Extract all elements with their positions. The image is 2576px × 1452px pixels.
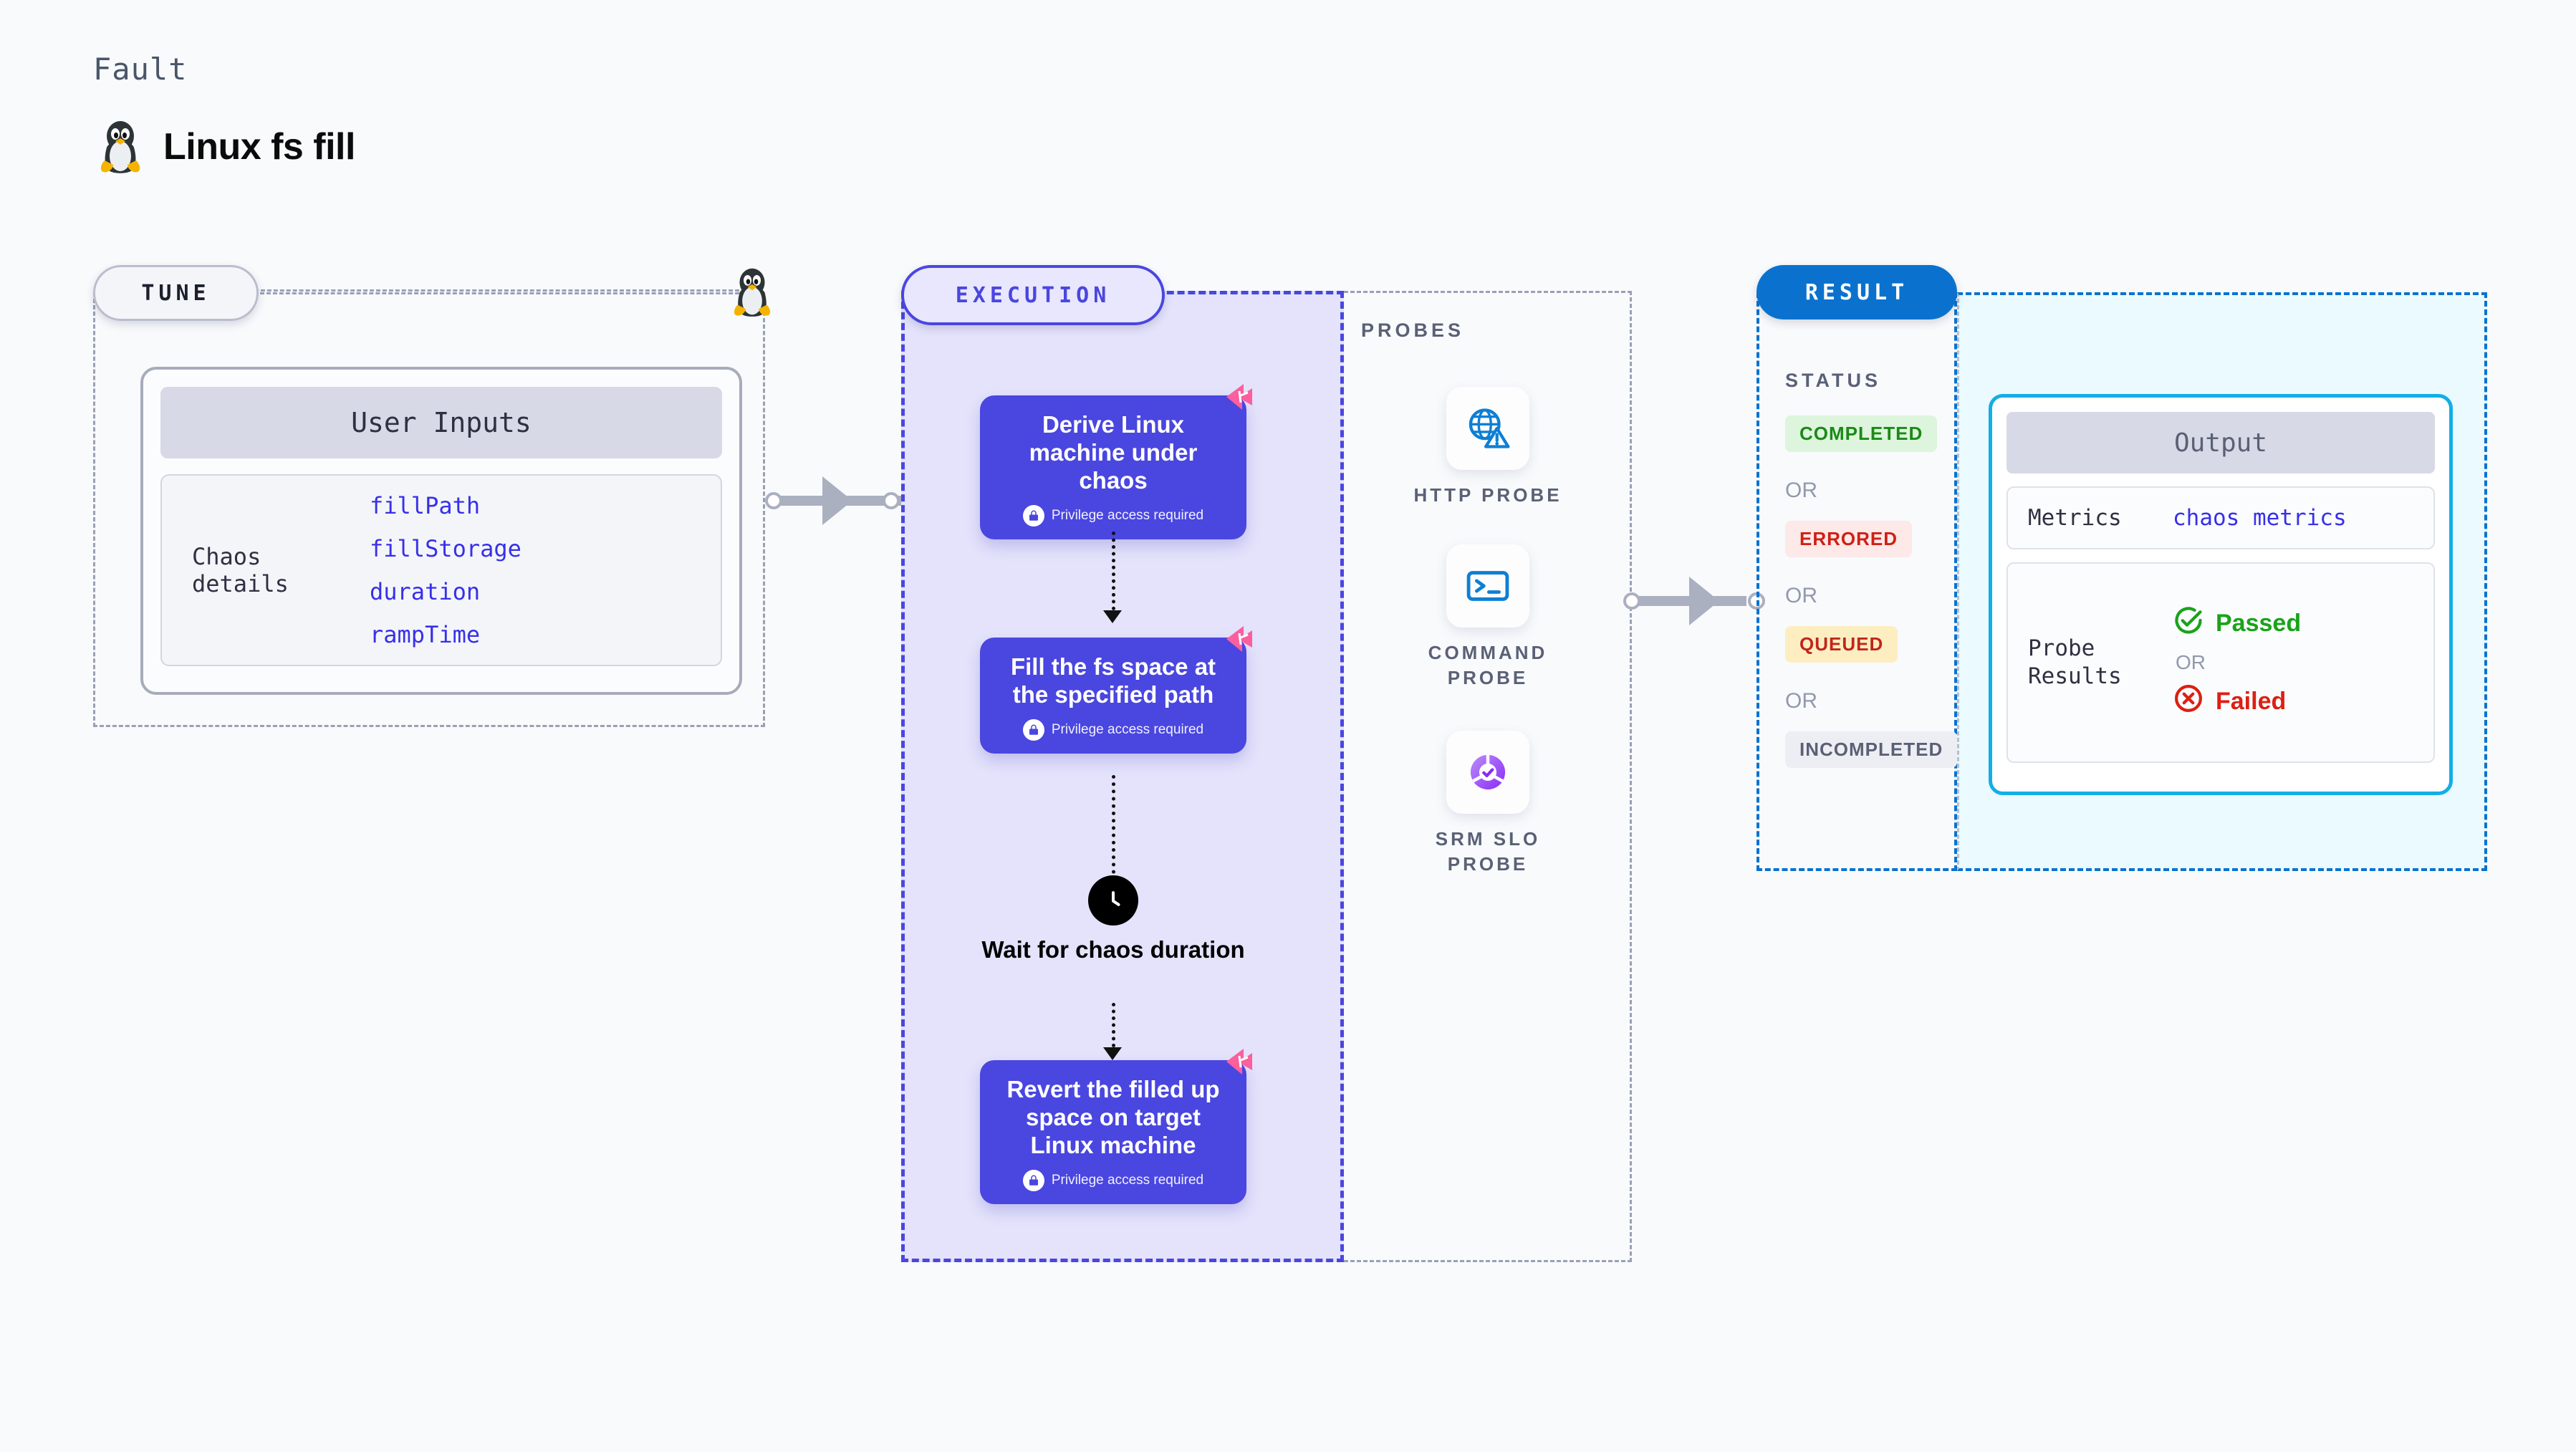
step-title: Fill the fs space at the specified path (1010, 653, 1216, 708)
flag-icon (1222, 622, 1256, 660)
step-privilege-label: Privilege access required (1051, 507, 1204, 523)
step-connector (1112, 1003, 1115, 1047)
verdict-failed: Failed (2173, 683, 2301, 721)
chaos-param-duration[interactable]: duration (370, 578, 481, 605)
step-privilege-label: Privilege access required (1051, 721, 1204, 737)
probe-http-label: HTTP PROBE (1413, 484, 1562, 506)
step-privilege-label: Privilege access required (1051, 1172, 1204, 1188)
probe-srm-slo[interactable]: SRM SLO PROBE (1398, 731, 1577, 877)
tune-connector-line (254, 289, 752, 292)
step-connector-arrowhead (1103, 1047, 1122, 1060)
chaos-param-fillpath[interactable]: fillPath (370, 492, 481, 519)
output-metrics-key: Metrics (2028, 504, 2122, 531)
check-circle-icon (2173, 605, 2204, 643)
slo-donut-check-icon (1446, 731, 1529, 814)
clock-icon (1088, 875, 1138, 925)
execution-step-card[interactable]: Derive Linux machine under chaos Privile… (980, 384, 1252, 539)
verdict-failed-label: Failed (2216, 688, 2287, 715)
terminal-icon (1446, 544, 1529, 628)
wait-node: Wait for chaos duration (980, 875, 1246, 964)
x-circle-icon (2173, 683, 2204, 721)
output-header: Output (2007, 412, 2435, 473)
tune-pill[interactable]: TUNE (93, 265, 259, 321)
probe-srm-slo-label: SRM SLO PROBE (1435, 828, 1541, 875)
page-title-row: Linux fs fill (97, 119, 355, 175)
user-inputs-card: User Inputs Chaos details fillPath fillS… (140, 367, 742, 695)
step-title: Derive Linux machine under chaos (1029, 411, 1198, 494)
probe-command-label: COMMAND PROBE (1428, 642, 1548, 689)
page-kicker: Fault (93, 52, 188, 87)
probes-region (1344, 291, 1632, 1262)
execution-step-card[interactable]: Fill the fs space at the specified path … (980, 626, 1252, 754)
execution-pill[interactable]: EXECUTION (901, 265, 1165, 325)
lock-icon (1022, 718, 1044, 741)
chaos-details-label: Chaos details (192, 543, 289, 597)
result-pill[interactable]: RESULT (1756, 265, 1957, 319)
status-badge-queued: QUEUED (1785, 626, 1898, 663)
flag-icon (1222, 1044, 1256, 1082)
tux-penguin-icon-connector (731, 266, 774, 322)
verdict-passed: Passed (2173, 605, 2301, 643)
probe-http[interactable]: HTTP PROBE (1398, 387, 1577, 508)
wait-node-label: Wait for chaos duration (981, 936, 1245, 963)
user-inputs-header: User Inputs (160, 387, 722, 458)
status-or-label: OR (1785, 689, 1817, 713)
tune-region (93, 292, 765, 727)
probes-section-label: PROBES (1361, 319, 1465, 341)
verdict-or-label: OR (2176, 651, 2206, 673)
lock-icon (1022, 504, 1044, 527)
page-title: Linux fs fill (163, 126, 355, 168)
chaos-param-ramptime[interactable]: rampTime (370, 621, 481, 648)
status-section-label: STATUS (1785, 370, 1881, 391)
status-or-label: OR (1785, 479, 1817, 502)
output-probe-results-value: Passed OR Failed (2173, 605, 2301, 721)
verdict-passed-label: Passed (2216, 610, 2302, 637)
step-connector (1112, 532, 1115, 610)
status-or-label: OR (1785, 584, 1817, 607)
flag-icon (1222, 380, 1256, 418)
lock-icon (1022, 1169, 1044, 1191)
globe-warning-icon (1446, 387, 1529, 470)
output-metrics-value[interactable]: chaos metrics (2173, 505, 2347, 531)
status-badge-incompleted: INCOMPLETED (1785, 731, 1958, 768)
output-metrics-row: Metrics chaos metrics (2007, 486, 2435, 549)
output-card: Output Metrics chaos metrics Probe Resul… (1989, 394, 2453, 795)
status-badge-errored: ERRORED (1785, 521, 1913, 557)
step-privilege-note: Privilege access required (994, 718, 1232, 741)
chaos-details-box: Chaos details fillPath fillStorage durat… (160, 474, 722, 666)
step-privilege-note: Privilege access required (994, 504, 1232, 527)
tux-penguin-icon (97, 119, 143, 175)
step-title: Revert the filled up space on target Lin… (1006, 1076, 1220, 1158)
step-privilege-note: Privilege access required (994, 1169, 1232, 1191)
status-badge-completed: COMPLETED (1785, 415, 1938, 452)
probe-command[interactable]: COMMAND PROBE (1398, 544, 1577, 691)
execution-step-card[interactable]: Revert the filled up space on target Lin… (980, 1049, 1252, 1204)
chaos-param-fillstorage[interactable]: fillStorage (370, 535, 522, 562)
output-probe-results-row: Probe Results Passed OR (2007, 562, 2435, 763)
step-connector (1112, 775, 1115, 881)
chaos-params-list: fillPath fillStorage duration rampTime (370, 492, 522, 648)
output-probe-results-key: Probe Results (2028, 635, 2122, 689)
step-connector-arrowhead (1103, 610, 1122, 623)
